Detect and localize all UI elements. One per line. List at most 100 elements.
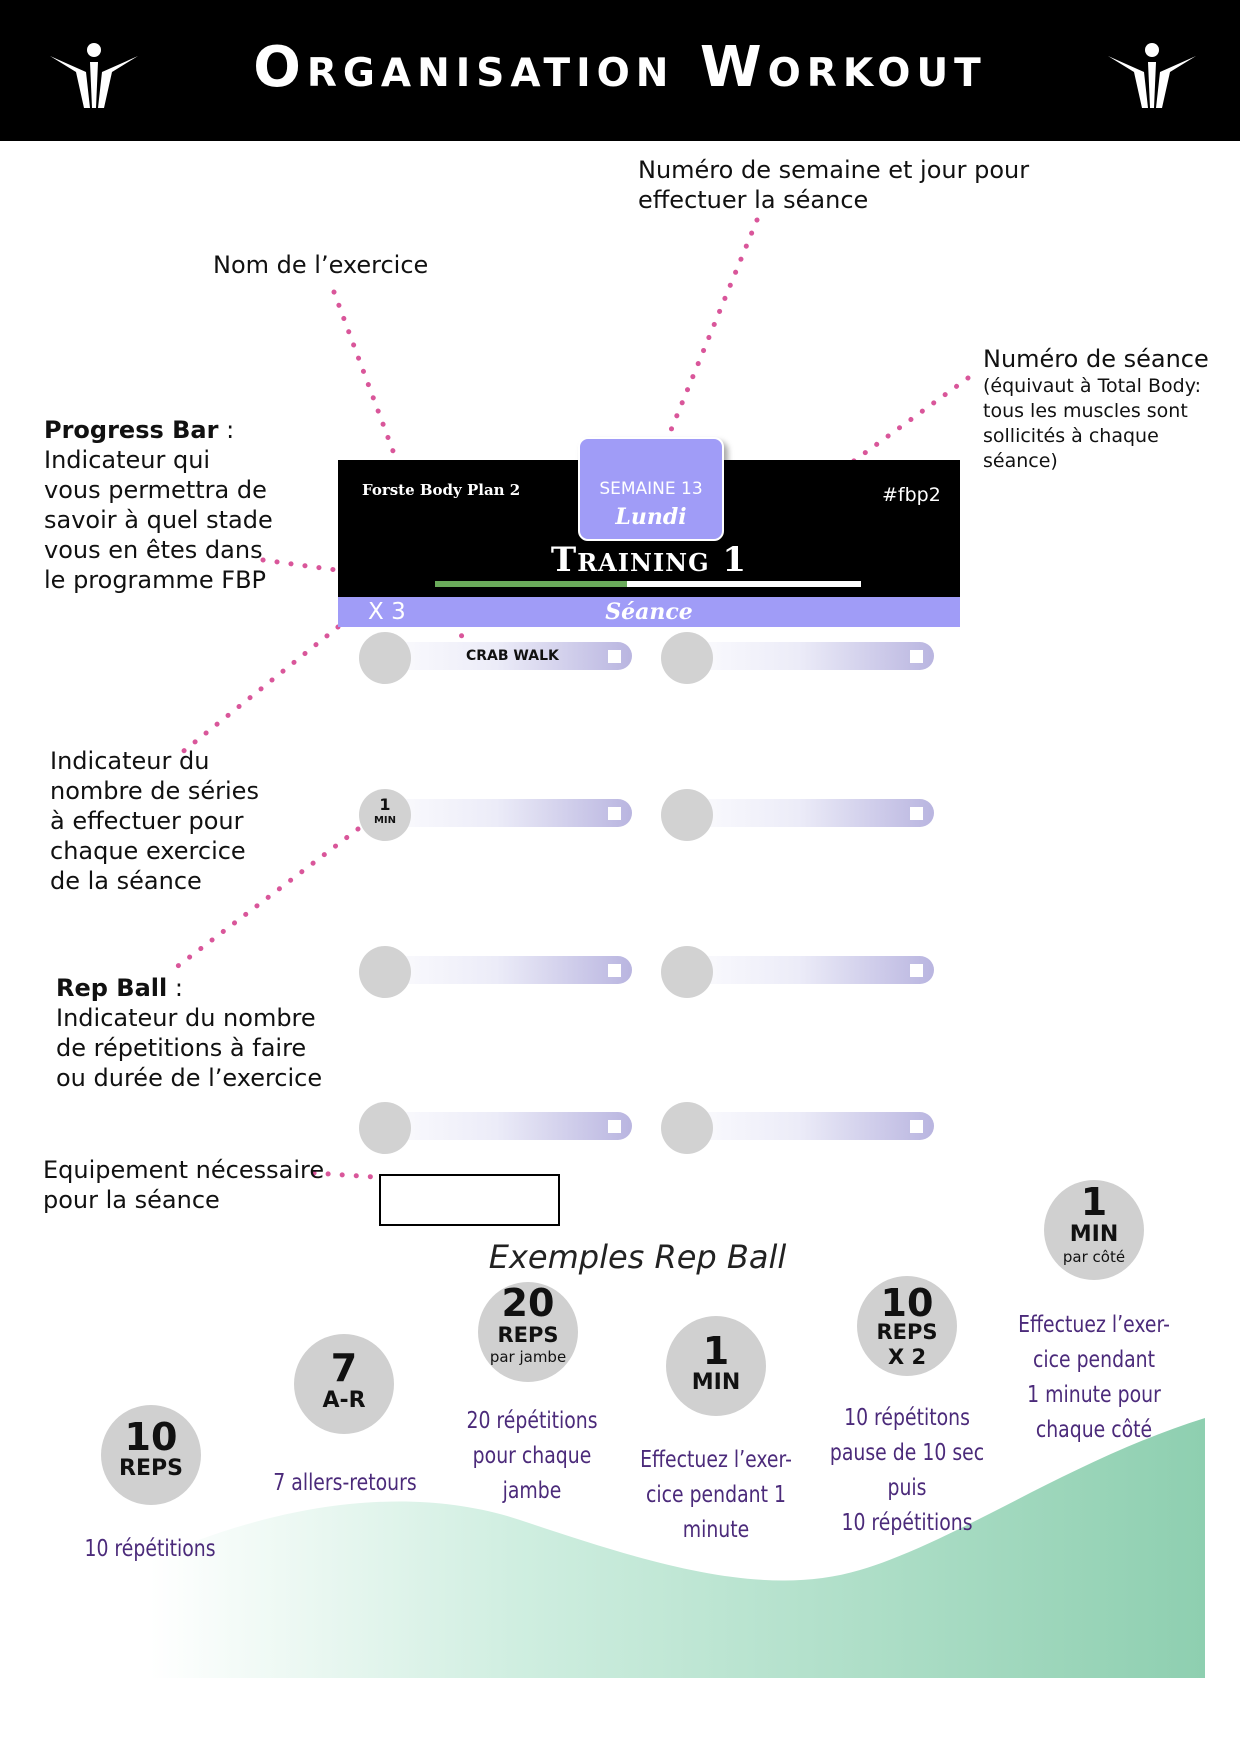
example-sub: X 2 <box>887 1345 927 1369</box>
example-rep-ball <box>294 1334 394 1434</box>
description-line: jambe <box>502 1478 562 1504</box>
progress-bar <box>435 581 861 587</box>
example-rep-ball <box>101 1405 201 1505</box>
checkbox-icon[interactable] <box>608 1120 621 1133</box>
example-rep-ball <box>666 1316 766 1416</box>
brand-logo-icon <box>50 43 138 108</box>
annotation-progress-bar: Progress Bar : Indicateur qui vous perme… <box>44 415 273 595</box>
annotation-line: de la séance <box>50 867 202 895</box>
rep-ball-number: 1 <box>379 795 391 814</box>
example-unit: MIN <box>691 1370 741 1395</box>
rep-ball <box>661 789 713 841</box>
day-label: Lundi <box>615 504 687 530</box>
annotation-title: Numéro de séance <box>983 345 1209 373</box>
annotation-line: tous les muscles sont <box>983 400 1188 422</box>
example-sub: par jambe <box>489 1348 567 1366</box>
checkbox-icon[interactable] <box>608 650 621 663</box>
example-rep-ball <box>1044 1180 1144 1280</box>
session-band <box>338 597 960 627</box>
annotation-title: Progress Bar <box>44 416 219 444</box>
brand-logo-icon <box>1108 43 1196 108</box>
annotation-detail: (équivaut à Total Body: tous les muscles… <box>983 374 1209 474</box>
checkbox-icon[interactable] <box>910 1120 923 1133</box>
annotation-line: savoir à quel stade <box>44 506 273 534</box>
rep-ball <box>661 632 713 684</box>
description-line: cice pendant 1 <box>646 1482 786 1508</box>
example-number: 10 <box>124 1415 178 1459</box>
annotation-equipment: Equipement nécessaire pour la séance <box>43 1155 324 1215</box>
description-line: cice pendant <box>1032 1347 1155 1373</box>
checkbox-icon[interactable] <box>608 964 621 977</box>
plan-name: Forste Body Plan 2 <box>362 481 521 499</box>
annotation-line: nombre de séries <box>50 777 259 805</box>
checkbox-icon[interactable] <box>910 807 923 820</box>
example-unit: REPS <box>497 1323 559 1347</box>
annotation-line: (équivaut à Total Body: <box>983 375 1201 397</box>
example-number: 7 <box>330 1346 358 1390</box>
checkbox-icon[interactable] <box>608 807 621 820</box>
rep-ball <box>359 632 411 684</box>
rep-ball-unit: MIN <box>373 815 397 826</box>
example-number: 20 <box>501 1281 555 1325</box>
annotation-exercise-name: Nom de l’exercice <box>213 251 429 279</box>
description-line: 10 répétitions <box>841 1510 973 1536</box>
example-rep-ball <box>857 1276 957 1376</box>
description-line: Effectuez l’exer- <box>640 1447 792 1473</box>
checkbox-icon[interactable] <box>910 964 923 977</box>
equipment-box <box>379 1174 560 1226</box>
sets-count: X 3 <box>368 599 406 625</box>
description-line: chaque côté <box>1035 1417 1153 1443</box>
example-description: 7 allers-retours <box>247 1466 444 1501</box>
annotation-rep-ball: Rep Ball : Indicateur du nombre de répet… <box>56 973 322 1093</box>
description-line: Effectuez l’exer- <box>1018 1312 1170 1338</box>
example-number: 1 <box>1080 1180 1108 1224</box>
annotation-colon: : <box>218 416 235 444</box>
annotation-title: Rep Ball <box>56 974 168 1002</box>
page-title: Organisation Workout <box>253 35 987 100</box>
annotation-line: à effectuer pour <box>50 807 244 835</box>
example-description: Effectuez l’exer- cice pendant 1 minute … <box>996 1308 1193 1448</box>
annotation-line: pour la séance <box>43 1186 220 1214</box>
decorative-wave <box>150 1418 1205 1678</box>
annotation-line: Indicateur qui <box>44 446 211 474</box>
annotation-line: Indicateur du <box>50 747 210 775</box>
example-unit: MIN <box>1069 1222 1119 1247</box>
annotation-week-day: Numéro de semaine et jour pour effectuer… <box>638 155 1029 215</box>
example-number: 10 <box>880 1281 934 1325</box>
annotation-line: sollicités à chaque <box>983 425 1159 447</box>
annotation-line: vous en êtes dans <box>44 536 263 564</box>
rep-ball <box>661 946 713 998</box>
example-rep-ball <box>478 1282 578 1382</box>
example-unit: REPS <box>119 1456 183 1481</box>
description-line: pause de 10 sec <box>829 1440 985 1466</box>
annotation-line: Indicateur du nombre <box>56 1004 316 1032</box>
training-title: Training 1 <box>550 540 748 580</box>
annotation-line: vous permettra de <box>44 476 267 504</box>
examples-title: Exemples Rep Ball <box>488 1238 787 1276</box>
example-unit: A-R <box>322 1388 366 1413</box>
annotation-line: Numéro de semaine et jour pour <box>638 156 1030 184</box>
example-number: 1 <box>702 1329 730 1373</box>
example-description: 10 répétitions <box>52 1532 249 1567</box>
description-line: pour chaque <box>472 1443 592 1469</box>
annotation-line: Equipement nécessaire <box>43 1156 325 1184</box>
checkbox-icon[interactable] <box>910 650 923 663</box>
exercise-name: CRAB WALK <box>466 648 559 664</box>
page-header <box>0 0 1240 141</box>
annotation-line: effectuer la séance <box>638 186 869 214</box>
example-unit: REPS <box>876 1320 938 1344</box>
annotation-line: le programme FBP <box>44 566 267 594</box>
example-sub: par côté <box>1062 1248 1126 1266</box>
annotation-line: de répetitions à faire <box>56 1034 307 1062</box>
description-line: 7 allers-retours <box>273 1470 417 1496</box>
session-label: Séance <box>605 599 693 625</box>
progress-bar-fill <box>435 581 627 587</box>
annotation-colon: : <box>167 974 183 1002</box>
description-line: minute <box>682 1517 750 1543</box>
description-line: 20 répétitions <box>466 1408 598 1434</box>
rep-ball <box>359 789 411 841</box>
description-line: 10 répétitions <box>84 1536 216 1562</box>
rep-ball <box>359 946 411 998</box>
week-label: SEMAINE 13 <box>599 479 703 499</box>
example-description: 20 répétitions pour chaque jambe <box>434 1404 631 1509</box>
